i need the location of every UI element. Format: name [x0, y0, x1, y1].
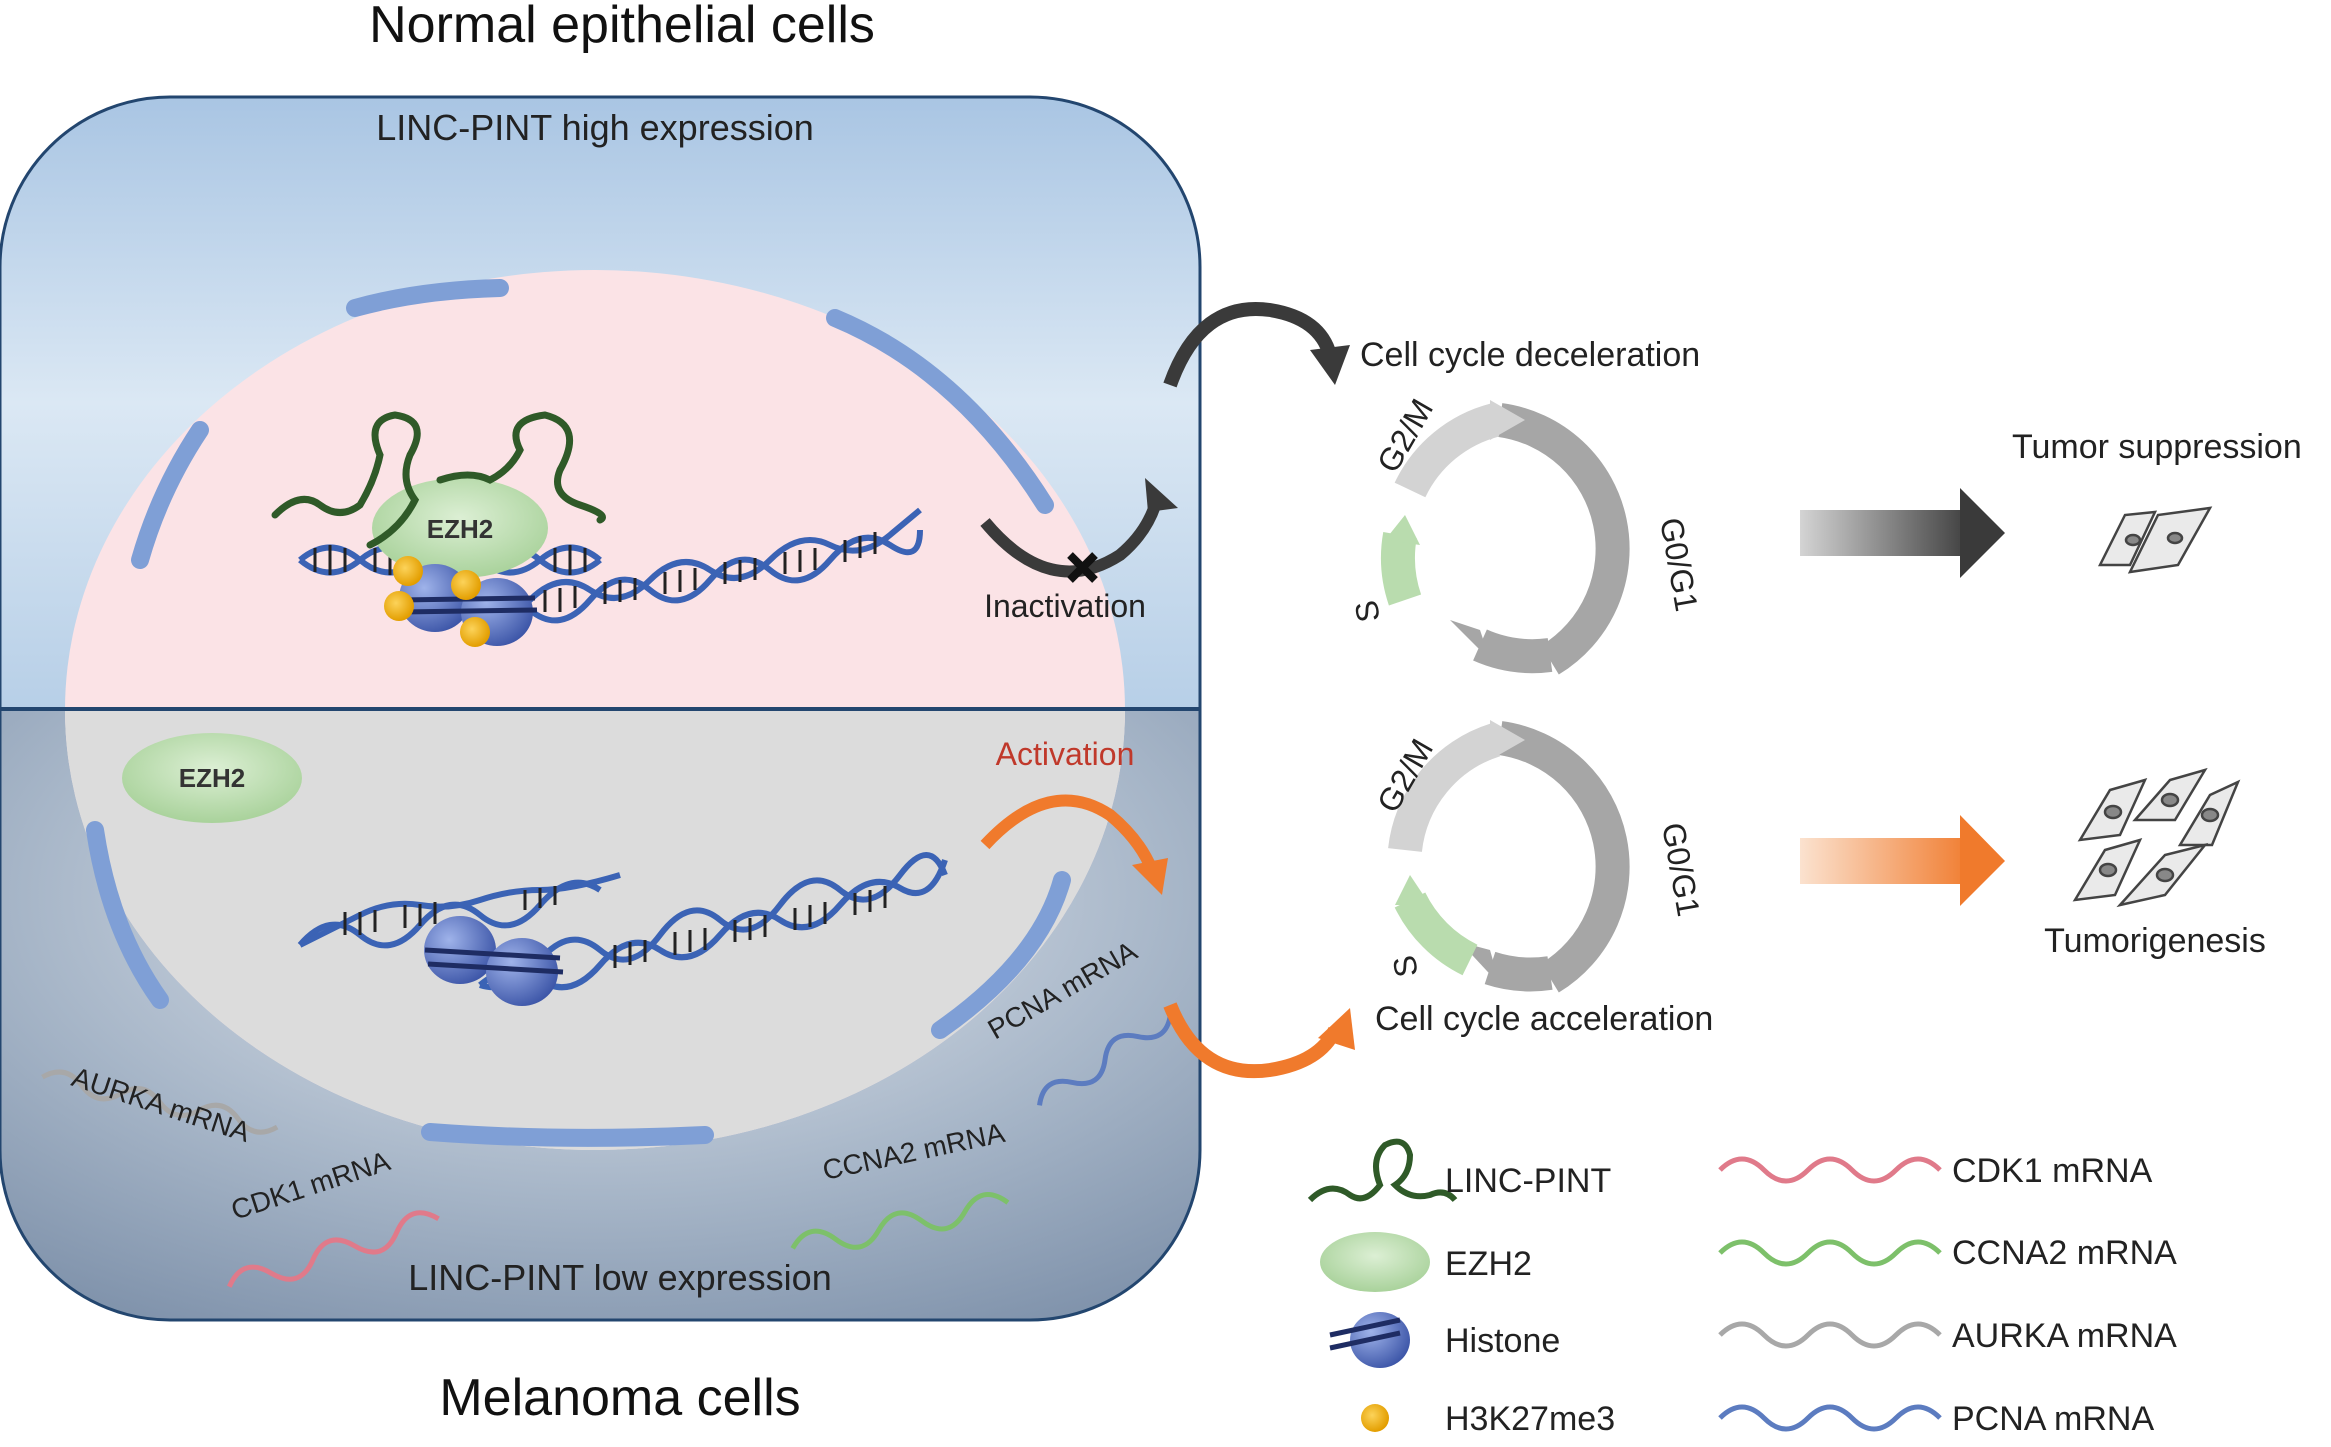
aurka-mrna-icon — [1718, 1321, 1942, 1349]
legend-item: EZH2 — [1320, 1232, 1532, 1292]
h3k27me3-icon — [1361, 1404, 1389, 1432]
inactivation-arrowhead — [1145, 478, 1178, 512]
title-normal-cells: Normal epithelial cells — [369, 0, 875, 54]
ezh2-label: EZH2 — [179, 763, 245, 793]
ezh2-label: EZH2 — [427, 514, 493, 544]
tumor-suppression-label: Tumor suppression — [2012, 428, 2302, 466]
legend-label: LINC-PINT — [1445, 1162, 1611, 1200]
h3k27me3-marks — [384, 556, 490, 647]
aurka-mrna — [41, 1069, 279, 1135]
inactivation-label: Inactivation — [984, 588, 1146, 624]
g0g1-arc — [1497, 721, 1630, 993]
tumorigenesis-label: Tumorigenesis — [2044, 922, 2266, 960]
legend-label: H3K27me3 — [1445, 1400, 1615, 1438]
dna-helix — [468, 507, 923, 624]
legend-label: Histone — [1445, 1322, 1560, 1360]
histone-pair — [424, 916, 564, 1006]
activation-label: Activation — [996, 736, 1135, 772]
linc-pint-strand — [271, 411, 606, 549]
phase-g0g1: G0/G1 — [1653, 515, 1705, 614]
block-x-icon — [1067, 552, 1098, 583]
outcome-top: Tumor suppression — [1800, 428, 2302, 578]
suppression-arrowhead — [1960, 488, 2005, 578]
phase-g0g1: G0/G1 — [1655, 820, 1707, 919]
linc-pint-icon — [1307, 1138, 1458, 1203]
phase-s: S — [1348, 598, 1387, 625]
acceleration-arrow — [1163, 1002, 1342, 1079]
legend-item: CDK1 mRNA — [1718, 1152, 2153, 1190]
suppression-arrow-shaft — [1800, 510, 1975, 556]
legend-item: H3K27me3 — [1361, 1400, 1615, 1438]
legend-label: CCNA2 mRNA — [1952, 1234, 2177, 1272]
cdk1-mrna — [226, 1210, 440, 1288]
ccna2-mrna — [790, 1192, 1010, 1250]
pcna-mrna-icon — [1718, 1404, 1942, 1432]
acceleration-label: Cell cycle acceleration — [1375, 1000, 1713, 1038]
tumorigenesis-arrow-shaft — [1800, 838, 1975, 884]
legend-item: PCNA mRNA — [1718, 1400, 2154, 1438]
legend-item: LINC-PINT — [1307, 1138, 1611, 1203]
title-melanoma-cells: Melanoma cells — [439, 1369, 800, 1427]
activation-arrow — [980, 794, 1158, 873]
nucleus-bottom — [65, 710, 1125, 1150]
activation-arrowhead — [1132, 858, 1168, 895]
legend-item: AURKA mRNA — [1718, 1317, 2177, 1355]
legend-label: EZH2 — [1445, 1245, 1532, 1283]
cell-cycle-bottom: G2/M G0/G1 S Cell cycle acceleration — [1370, 720, 1713, 1038]
ccna2-mrna-icon — [1718, 1239, 1942, 1267]
deceleration-arrowhead — [1310, 345, 1350, 385]
cell: LINC-PINT high expression LINC-PINT low … — [0, 95, 1202, 1322]
normal-cells-icon — [2097, 506, 2213, 574]
phase-s: S — [1386, 953, 1425, 980]
legend-item: Histone — [1329, 1312, 1560, 1368]
legend-label: PCNA mRNA — [1952, 1400, 2154, 1438]
tumorigenesis-arrowhead — [1960, 815, 2005, 906]
pcna-mrna — [1037, 1013, 1174, 1106]
bottom-caption: LINC-PINT low expression — [408, 1257, 831, 1298]
legend-item: CCNA2 mRNA — [1718, 1234, 2177, 1272]
acceleration-arrowhead — [1318, 1008, 1355, 1050]
g0g1-arc-lower — [1473, 629, 1553, 674]
tumor-cells-icon — [2072, 767, 2241, 908]
nuclear-envelope — [86, 279, 1071, 1147]
cell-cycle-top: Cell cycle deceleration G2/M G0/G1 S — [1348, 336, 1705, 675]
dna-helix — [297, 872, 621, 949]
s-arc — [1381, 532, 1422, 606]
cdk1-mrna-icon — [1718, 1156, 1942, 1184]
legend-label: CDK1 mRNA — [1952, 1152, 2153, 1190]
outcome-bottom: Tumorigenesis — [1800, 767, 2266, 960]
ezh2-free — [122, 733, 302, 823]
cell-membrane — [0, 95, 1202, 1322]
dna-helix — [478, 852, 948, 991]
s-arc — [1394, 892, 1478, 976]
g0g1-arc — [1497, 403, 1630, 675]
legend-label: AURKA mRNA — [1952, 1317, 2177, 1355]
deceleration-label: Cell cycle deceleration — [1360, 336, 1700, 374]
histone-icon — [1329, 1312, 1410, 1368]
inactivation-arrow — [980, 493, 1164, 578]
top-caption: LINC-PINT high expression — [376, 107, 814, 148]
g2m-arc — [1394, 403, 1500, 498]
g2m-arc — [1388, 723, 1501, 853]
deceleration-arrow — [1163, 302, 1337, 388]
ezh2-icon — [1320, 1232, 1430, 1292]
legend: LINC-PINT EZH2 Histone H3K27me3 CDK1 mRN… — [1307, 1138, 2177, 1438]
top-chromatin: EZH2 Inactivation — [271, 411, 1178, 647]
